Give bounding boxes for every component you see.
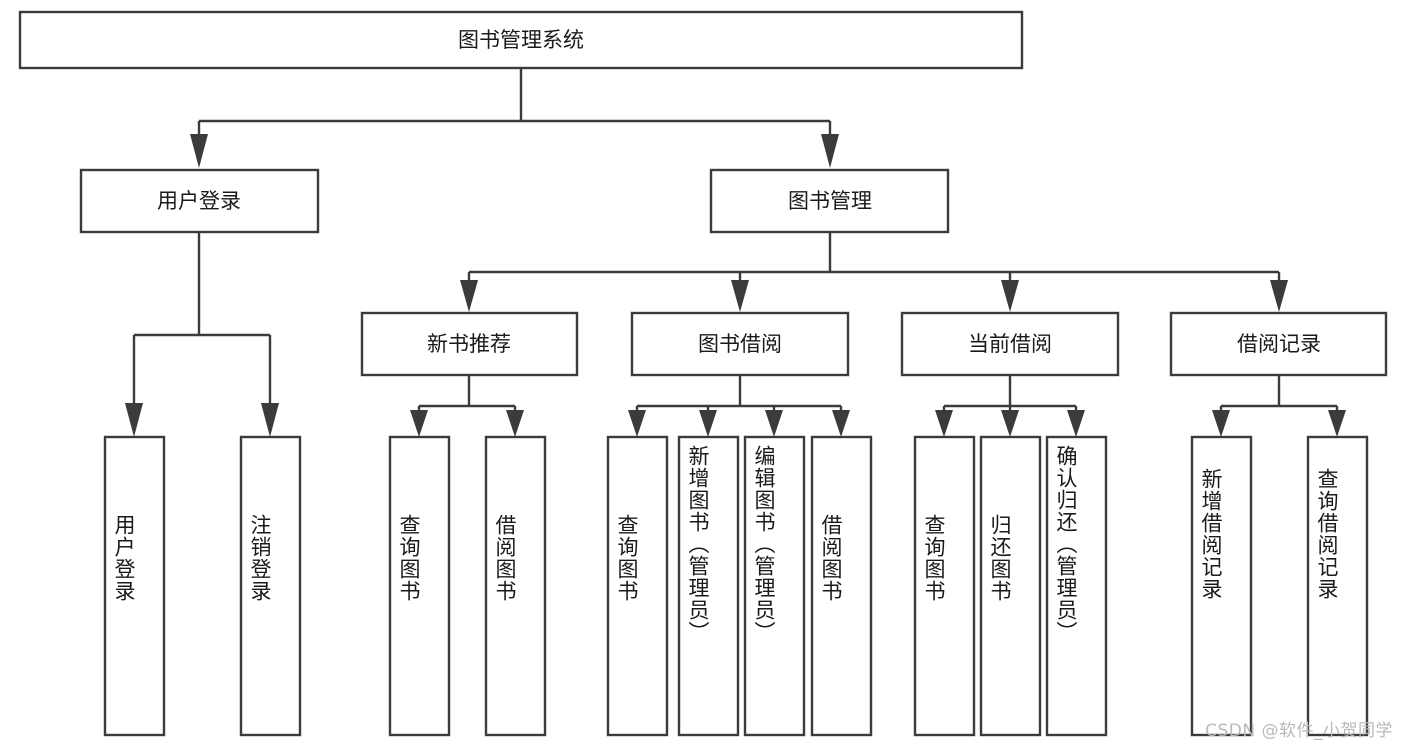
arrow-head-book-mgmt — [821, 134, 839, 168]
node-user-login-box[interactable] — [79, 168, 320, 234]
node-borrow-record-box[interactable] — [1169, 311, 1388, 377]
arrow-head-bb-leaf-3 — [765, 410, 783, 437]
node-current-borrow-box[interactable] — [900, 311, 1120, 377]
connector-group-root — [190, 68, 839, 168]
node-book-borrow[interactable]: 图书借阅 — [630, 311, 850, 377]
leaf-box-logout[interactable] — [239, 435, 302, 737]
connector-group-user-login — [125, 232, 279, 437]
arrow-head-cb-leaf-1 — [935, 410, 953, 437]
node-book-borrow-box[interactable] — [630, 311, 850, 377]
leaf-box-bb-borrow-book[interactable] — [810, 435, 873, 737]
leaf-box-br-query-record[interactable] — [1306, 435, 1369, 737]
node-new-book-recommend-label: 新书推荐 — [427, 332, 511, 356]
arrow-head-br-leaf-1 — [1212, 410, 1230, 437]
leaf-box-cb-return-book[interactable] — [979, 435, 1042, 737]
node-book-management-box[interactable] — [709, 168, 950, 234]
node-user-login[interactable]: 用户登录 — [79, 168, 320, 234]
arrow-head-book-borrow — [731, 280, 749, 312]
arrow-head-cb-leaf-2 — [1001, 410, 1019, 437]
node-book-management-label: 图书管理 — [788, 189, 872, 213]
node-new-book-recommend-box[interactable] — [360, 311, 579, 377]
leaf-box-bb-edit-book[interactable] — [743, 435, 806, 737]
arrow-head-nbr-leaf-2 — [506, 410, 524, 437]
node-borrow-record-label: 借阅记录 — [1237, 332, 1321, 356]
arrow-head-br-leaf-2 — [1328, 410, 1346, 437]
node-book-management[interactable]: 图书管理 — [709, 168, 950, 234]
connector-group-book-borrow — [628, 375, 850, 437]
arrow-head-borrow-record — [1270, 280, 1288, 312]
leaf-box-bb-add-book[interactable] — [677, 435, 740, 737]
leaf-box-br-add-record[interactable] — [1190, 435, 1253, 737]
arrow-head-leaf-user-login — [125, 403, 143, 437]
connector-group-borrow-record — [1212, 375, 1346, 437]
node-current-borrow-label: 当前借阅 — [968, 332, 1052, 356]
arrow-head-user-login — [190, 134, 208, 168]
leaf-box-nbr-query-book[interactable] — [388, 435, 451, 737]
node-current-borrow[interactable]: 当前借阅 — [900, 311, 1120, 377]
node-new-book-recommend[interactable]: 新书推荐 — [360, 311, 579, 377]
node-root-box[interactable] — [18, 10, 1024, 70]
arrow-head-current-borrow — [1001, 280, 1019, 312]
arrow-head-nbr-leaf-1 — [410, 410, 428, 437]
connector-group-new-book-recommend — [410, 375, 524, 437]
leaf-box-user-login[interactable] — [103, 435, 166, 737]
csdn-watermark: CSDN @软件_小贺同学 — [1205, 721, 1393, 741]
arrow-head-new-book-recommend — [460, 280, 478, 312]
arrow-head-cb-leaf-3 — [1067, 410, 1085, 437]
node-user-login-label: 用户登录 — [157, 189, 241, 213]
connector-group-current-borrow — [935, 375, 1085, 437]
node-root[interactable]: 图书管理系统 — [18, 10, 1024, 70]
leaf-box-cb-query-book[interactable] — [913, 435, 976, 737]
leaf-box-bb-query-book[interactable] — [606, 435, 669, 737]
arrow-head-bb-leaf-4 — [832, 410, 850, 437]
node-root-label: 图书管理系统 — [458, 28, 584, 52]
leaf-box-nbr-borrow-book[interactable] — [484, 435, 547, 737]
node-book-borrow-label: 图书借阅 — [698, 332, 782, 356]
arrow-head-leaf-logout — [261, 403, 279, 437]
node-borrow-record[interactable]: 借阅记录 — [1169, 311, 1388, 377]
connector-group-book-mgmt — [460, 232, 1288, 312]
arrow-head-bb-leaf-2 — [699, 410, 717, 437]
arrow-head-bb-leaf-1 — [628, 410, 646, 437]
leaf-box-cb-confirm-return[interactable] — [1045, 435, 1108, 737]
